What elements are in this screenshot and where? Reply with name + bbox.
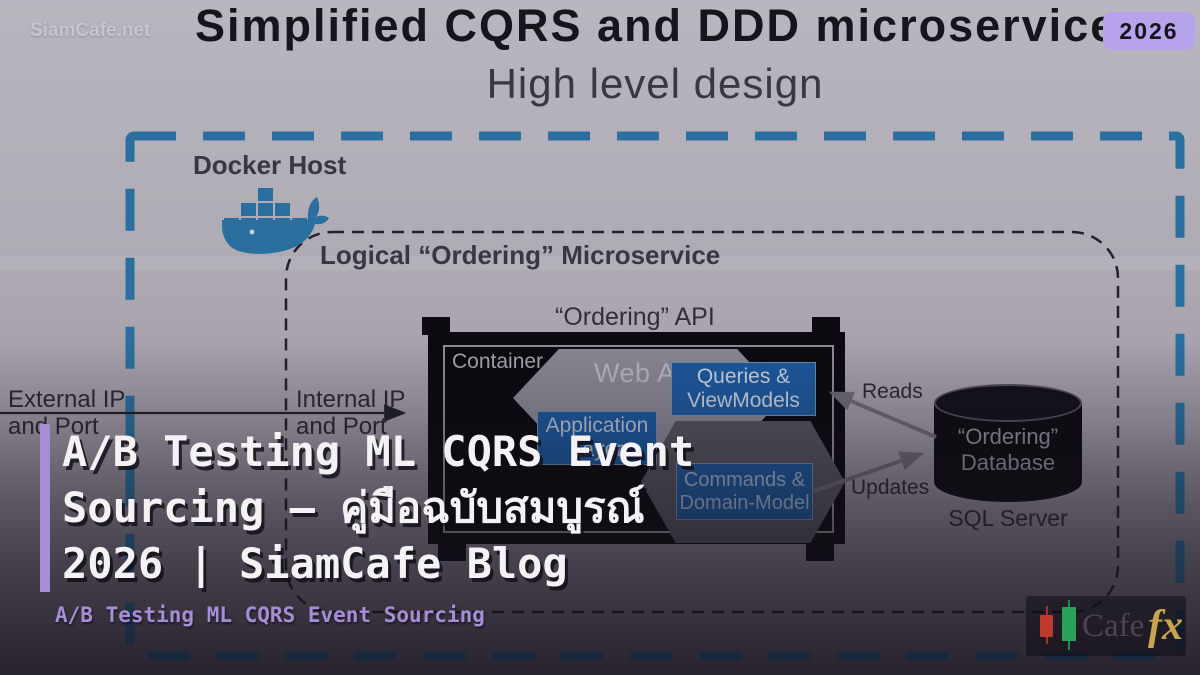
queries-viewmodels-box: Queries & ViewModels [671,362,816,416]
overlay-title-line2: Sourcing — คู่มือฉบับสมบูรณ์ [62,483,645,532]
overlay-title: A/B Testing ML CQRS Event Sourcing — คู่… [62,424,694,592]
site-watermark: SiamCafe.net [30,20,151,41]
internal-ip-line1: Internal IP [296,386,406,413]
queries-line2: ViewModels [687,389,800,412]
database-cylinder-top [934,384,1082,422]
container-tab-bottom-right [806,543,834,561]
year-badge: 2026 [1103,12,1195,50]
cafefx-logo: Cafe fx [1026,596,1186,656]
queries-line1: Queries & [696,364,791,388]
database-engine-label: SQL Server [948,505,1068,531]
page-title: Simplified CQRS and DDD microservice [195,0,1118,51]
external-ip-line1: External IP [8,386,126,413]
commands-domain-model-box: Commands & Domain-Model [676,463,813,520]
commands-line2: Domain-Model [679,491,810,514]
overlay-title-line3: 2026 | SiamCafe Blog [62,539,568,588]
database-name: “Ordering” Database [934,424,1082,476]
title-accent-bar [40,424,50,592]
logo-suffix-text: fx [1148,603,1183,649]
page-subtitle: High level design [486,60,824,107]
commands-line1: Commands & [683,468,806,491]
microservice-label: Logical “Ordering” Microservice [320,240,721,270]
database-name-line1: “Ordering” [957,424,1059,449]
ordering-api-label: “Ordering” API [555,303,715,331]
database-name-line2: Database [960,450,1056,475]
docker-host-label: Docker Host [193,150,347,180]
green-candle-body [1062,607,1076,641]
overlay-subtitle: A/B Testing ML CQRS Event Sourcing [55,603,485,627]
overlay-title-line1: A/B Testing ML CQRS Event [62,427,695,476]
updates-label: Updates [851,476,930,499]
logo-brand-text: Cafe [1082,608,1145,644]
red-candle-body [1040,615,1053,637]
reads-label: Reads [862,380,923,403]
container-label: Container [452,350,544,373]
docker-whale-icon [222,188,329,254]
